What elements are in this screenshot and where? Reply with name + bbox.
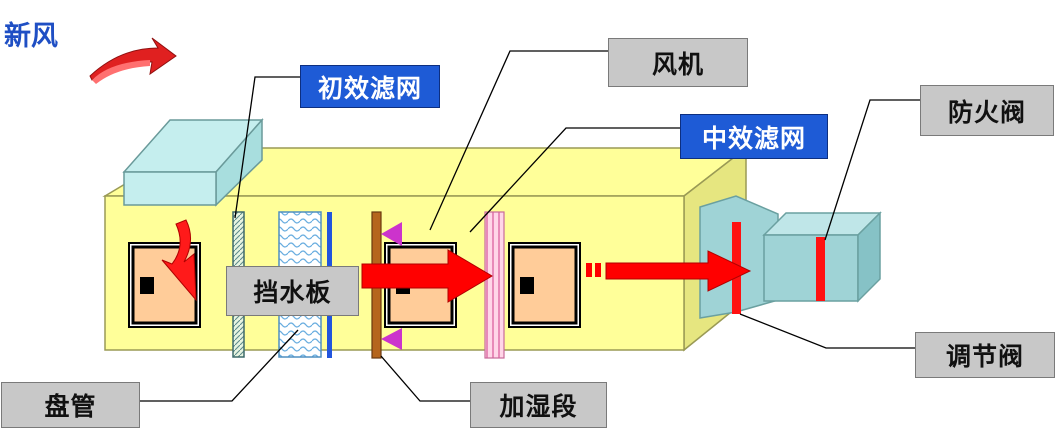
humidifier-nozzle-bottom [381,328,402,350]
label-coil: 盘管 [1,382,140,428]
label-fan: 风机 [608,38,748,87]
title-fresh-air: 新风 [4,21,58,52]
flow-arrow-outlet [605,250,752,292]
leader-regulating-valve [739,313,915,349]
flow-arrow-main [361,249,493,303]
leader-fire-damper [824,99,920,241]
label-regulating-valve: 调节阀 [915,332,1055,378]
label-water-baffle: 挡水板 [226,266,359,316]
leader-lines [140,50,920,402]
leader-humidifier [380,355,470,402]
duct-box-side [857,211,881,303]
fresh-air-arrow-icon [89,37,177,84]
leader-fan [429,50,608,231]
label-primary-filter: 初效滤网 [300,65,440,108]
leader-medium-filter [469,127,680,233]
label-medium-filter: 中效滤网 [680,114,828,159]
duct-box-front [763,234,859,302]
leader-primary-filter [234,76,300,219]
label-humidifier: 加湿段 [470,382,607,428]
access-door-1 [128,242,201,328]
fire-damper-blade [816,237,825,301]
humidifier-nozzle-top [381,222,402,246]
flow-arrow-inlet [161,219,197,302]
label-fire-damper: 防火阀 [920,85,1054,136]
intake-box-front [123,171,217,206]
flow-segment-2 [595,263,601,277]
flow-segment-1 [586,263,592,277]
leader-coil [140,329,299,402]
access-door-3 [508,242,581,328]
medium-filter-panel [484,211,505,359]
